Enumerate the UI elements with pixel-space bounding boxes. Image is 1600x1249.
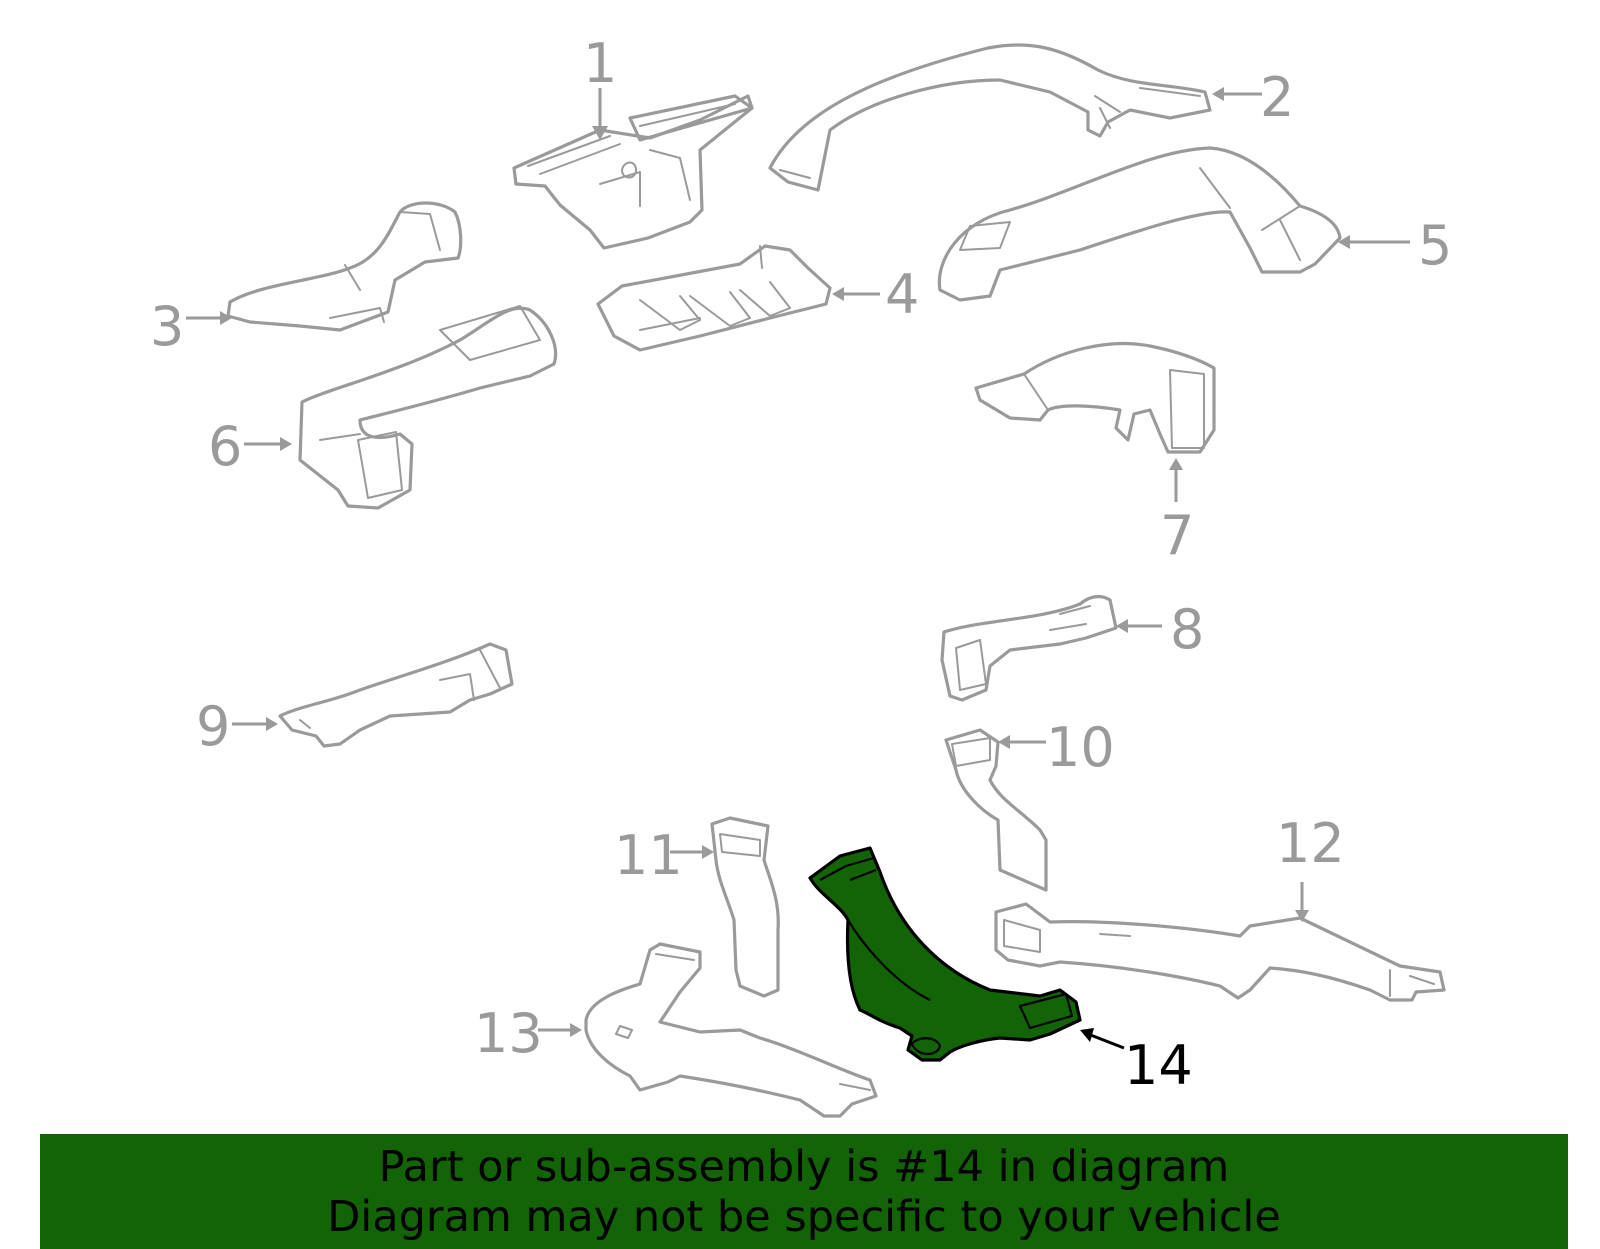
callout-4: 4 bbox=[885, 263, 919, 326]
callout-9: 9 bbox=[196, 695, 230, 758]
part-9-lower-left-duct bbox=[278, 642, 514, 748]
part-14-highlighted-duct bbox=[808, 846, 1082, 1062]
callout-5: 5 bbox=[1418, 214, 1452, 277]
callout-7: 7 bbox=[1160, 504, 1194, 567]
arrow-14 bbox=[1087, 1032, 1125, 1050]
callout-10: 10 bbox=[1046, 716, 1115, 779]
callout-14: 14 bbox=[1124, 1034, 1193, 1097]
callout-1: 1 bbox=[583, 32, 617, 95]
part-10-vertical-duct bbox=[944, 728, 1048, 892]
callout-11: 11 bbox=[614, 824, 683, 887]
part-13-rear-floor-duct bbox=[584, 942, 878, 1118]
part-3-left-duct bbox=[226, 201, 463, 332]
callout-12: 12 bbox=[1276, 812, 1345, 875]
callout-8: 8 bbox=[1170, 598, 1204, 661]
callout-2: 2 bbox=[1260, 66, 1294, 129]
part-4-register-panel bbox=[596, 244, 832, 352]
part-6-floor-duct bbox=[298, 305, 558, 510]
callout-3: 3 bbox=[150, 295, 184, 358]
callout-6: 6 bbox=[208, 415, 242, 478]
info-banner: Part or sub-assembly is #14 in diagram D… bbox=[40, 1134, 1568, 1249]
part-12-long-rear-duct bbox=[994, 902, 1446, 1002]
banner-line-2: Diagram may not be specific to your vehi… bbox=[327, 1192, 1281, 1242]
part-1-center-vent bbox=[512, 94, 754, 250]
part-7-right-outlet bbox=[974, 342, 1216, 454]
part-11-rear-duct bbox=[710, 816, 780, 998]
banner-line-1: Part or sub-assembly is #14 in diagram bbox=[378, 1142, 1230, 1192]
callout-13: 13 bbox=[474, 1002, 543, 1065]
part-5-right-duct bbox=[937, 146, 1342, 302]
part-2-upper-duct bbox=[768, 43, 1212, 192]
part-8-side-duct bbox=[940, 594, 1118, 702]
